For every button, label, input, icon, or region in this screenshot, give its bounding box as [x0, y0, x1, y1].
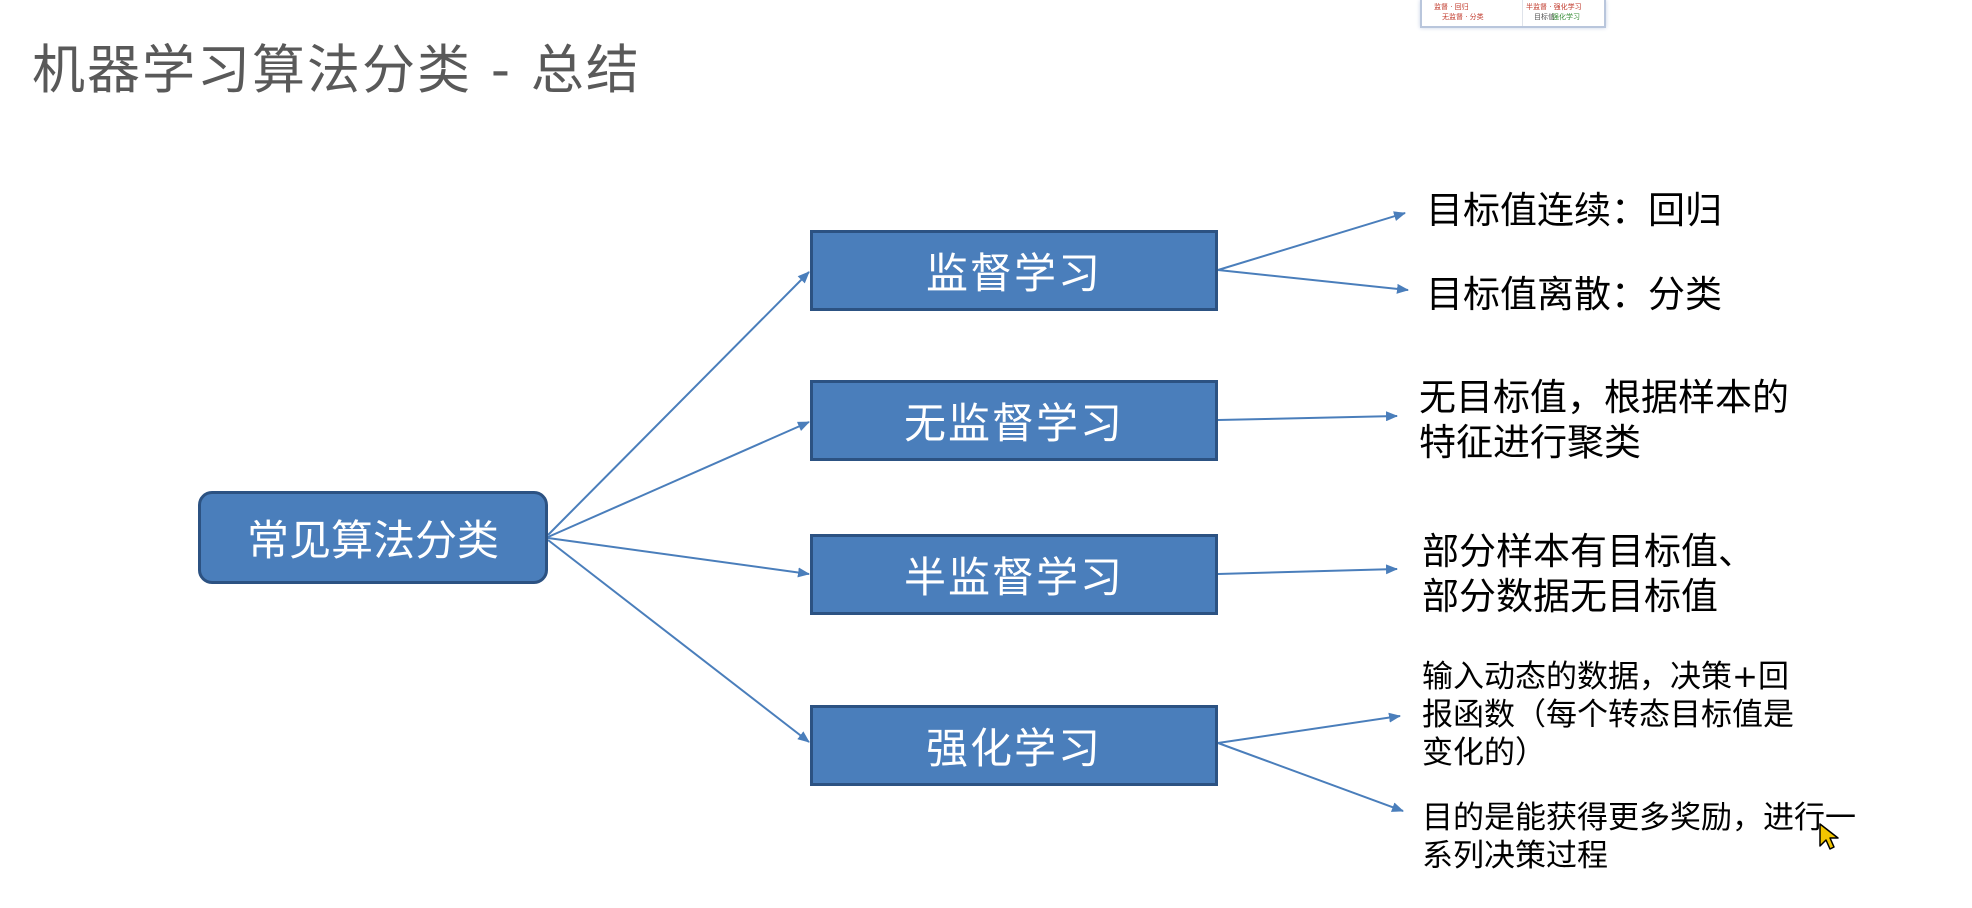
connector-root-unsupervised: [547, 421, 810, 538]
category-semi-supervised-learning[interactable]: 半监督学习: [810, 534, 1218, 615]
thumbnail-text: 无监督 · 分类: [1442, 13, 1484, 21]
page-title: 机器学习算法分类 - 总结: [32, 40, 641, 101]
connector-root-reinforcement: [547, 539, 810, 743]
thumbnail-text: 目标值: [1534, 13, 1555, 21]
desc-reinforcement-dynamic: 输入动态的数据，决策+回 报函数（每个转态目标值是 变化的）: [1422, 659, 1794, 771]
connector-reinforcement-reward: [1217, 742, 1404, 812]
connector-root-supervised: [547, 271, 810, 536]
thumbnail-text: 强化学习: [1552, 13, 1580, 21]
connector-reinforcement-dynamic: [1217, 712, 1401, 744]
root-node-common-algorithms[interactable]: 常见算法分类: [198, 491, 548, 584]
category-supervised-learning[interactable]: 监督学习: [810, 230, 1218, 311]
slide-thumbnail[interactable]: 监督 · 回归 半监督 · 强化学习 无监督 · 分类 目标值 强化学习: [1420, 0, 1606, 28]
connector-root-semisupervised: [547, 537, 810, 578]
category-reinforcement-learning[interactable]: 强化学习: [810, 705, 1218, 786]
desc-regression: 目标值连续：回归: [1426, 189, 1722, 232]
desc-classification: 目标值离散：分类: [1426, 273, 1722, 316]
thumbnail-divider: [1522, 0, 1523, 26]
connector-semisupervised-desc: [1217, 564, 1398, 575]
desc-semi-supervised: 部分样本有目标值、 部分数据无目标值: [1422, 530, 1755, 618]
mouse-pointer-icon: [1818, 822, 1842, 856]
desc-unsupervised: 无目标值，根据样本的 特征进行聚类: [1419, 376, 1789, 464]
category-unsupervised-learning[interactable]: 无监督学习: [810, 380, 1218, 461]
connector-supervised-regression: [1217, 211, 1406, 271]
desc-reinforcement-reward: 目的是能获得更多奖励，进行一 系列决策过程: [1422, 800, 1856, 874]
thumbnail-text: 监督 · 回归: [1434, 3, 1469, 11]
connector-unsupervised-desc: [1217, 411, 1398, 422]
thumbnail-text: 半监督 · 强化学习: [1526, 3, 1582, 11]
connector-supervised-classification: [1217, 269, 1409, 294]
